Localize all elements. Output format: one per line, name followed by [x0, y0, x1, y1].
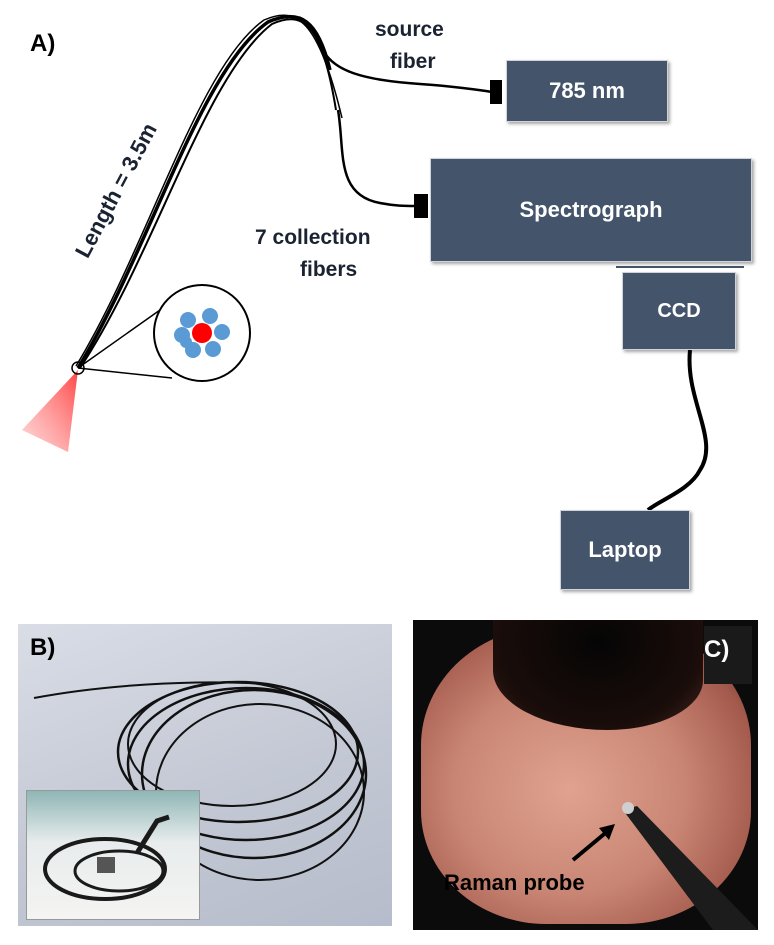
lumen-dark-area	[493, 620, 703, 730]
laser-connector	[490, 80, 502, 104]
raman-probe-annotation: Raman probe	[444, 870, 585, 895]
ccd-laptop-cable	[646, 349, 709, 512]
panel-c-photo	[413, 620, 758, 930]
source-fiber	[322, 51, 493, 94]
collection-fiber-dot	[180, 336, 192, 348]
probe-fiber-strand-2	[79, 18, 337, 369]
collection-fiber-label-line2: fibers	[300, 258, 358, 281]
collection-fiber-dot	[214, 324, 230, 340]
probe-tip-marker	[71, 361, 85, 375]
source-fiber-label-line1: source	[375, 18, 444, 41]
laptop-box: Laptop	[560, 510, 690, 590]
panel-c-label: C)	[704, 636, 730, 663]
panel-b-photo	[18, 624, 392, 926]
panel-a-diagram	[22, 14, 744, 512]
panel-a-label: A)	[30, 30, 56, 57]
callout-line-top	[77, 309, 161, 369]
probe-fiber-strand-3	[75, 14, 343, 367]
callout-line-bottom	[77, 367, 173, 379]
collection-fiber-label-line1: 7 collection	[255, 226, 371, 249]
collection-fiber-dot	[202, 308, 218, 324]
collection-fiber-dot	[180, 312, 196, 328]
panel-b-label: B)	[30, 634, 56, 661]
laser-box: 785 nm	[506, 60, 668, 122]
panel-c-label-box	[704, 626, 752, 684]
collection-fiber-dot	[205, 341, 221, 357]
probe-fiber-main	[76, 14, 332, 369]
raman-probe-drawing	[571, 802, 758, 930]
excitation-core-dot	[192, 323, 212, 343]
endoscope-inset-photo	[26, 790, 200, 920]
laser-beam-cone	[22, 370, 78, 452]
spectrograph-box: Spectrograph	[430, 158, 752, 262]
source-fiber-label-line2: fiber	[390, 50, 436, 73]
collection-fiber	[336, 109, 417, 208]
ccd-box: CCD	[622, 272, 736, 350]
spectrograph-connector	[414, 194, 428, 218]
endoscope-drawing	[43, 814, 170, 901]
